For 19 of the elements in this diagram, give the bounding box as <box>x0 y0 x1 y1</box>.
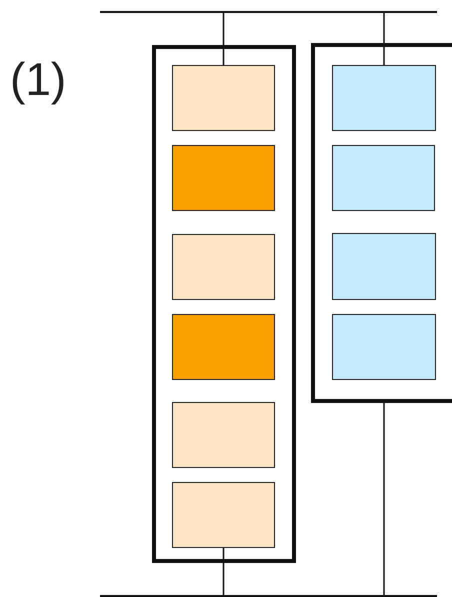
block <box>332 233 436 300</box>
connector-line <box>222 548 224 595</box>
block <box>172 482 275 548</box>
block <box>172 65 275 131</box>
block <box>332 314 436 380</box>
block <box>332 145 435 211</box>
panel-number: (1) <box>10 52 66 106</box>
container-frame <box>311 43 452 403</box>
rail-line <box>100 595 437 597</box>
container-frame <box>152 45 296 563</box>
block <box>172 234 275 300</box>
block <box>172 402 275 468</box>
block <box>332 65 436 131</box>
block <box>172 145 275 211</box>
connector-line <box>383 403 385 595</box>
connector-line <box>222 13 224 65</box>
rail-line <box>100 11 437 13</box>
block <box>172 314 275 380</box>
connector-line <box>383 13 385 65</box>
